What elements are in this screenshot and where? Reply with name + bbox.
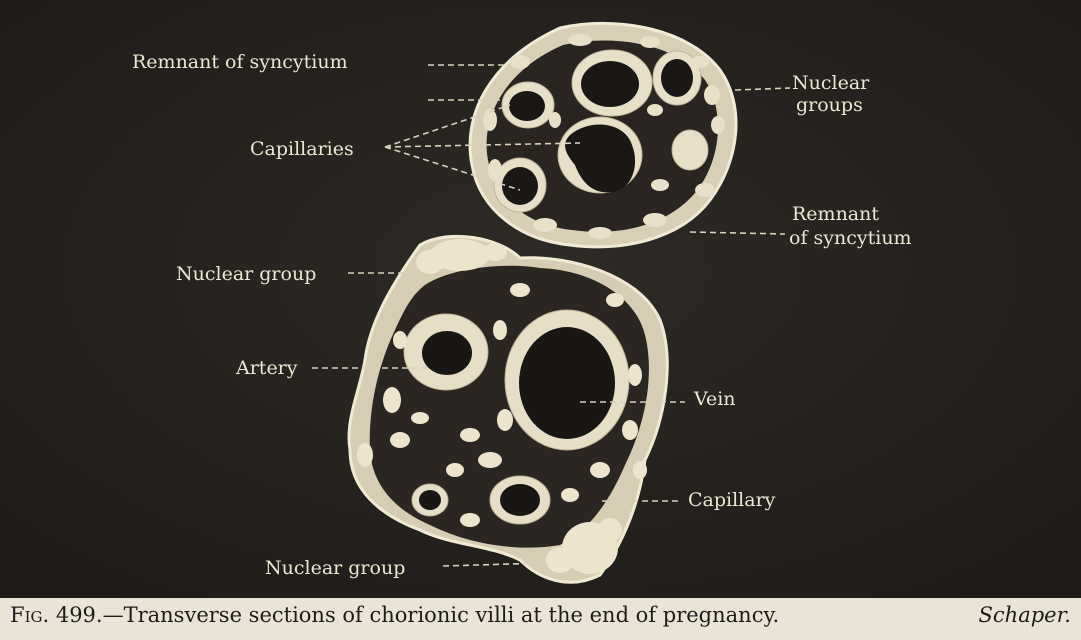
label-vein: Vein bbox=[693, 388, 736, 410]
caption-author: Schaper. bbox=[979, 600, 1071, 630]
label-remnant-right-line1: Remnant bbox=[792, 203, 879, 225]
label-nuclear-groups-line1: Nuclear bbox=[792, 72, 870, 94]
label-remnant-right-line2: of syncytium bbox=[789, 227, 912, 249]
label-nuclear-group-lower: Nuclear group bbox=[265, 557, 405, 579]
villi-illustration: Remnant of syncytium Capillaries Nuclear… bbox=[0, 0, 1081, 598]
label-artery: Artery bbox=[235, 357, 298, 379]
figure-caption: Fig. 499.—Transverse sections of chorion… bbox=[10, 600, 1075, 634]
figure-number: Fig. 499. bbox=[10, 603, 103, 627]
micrograph-plate: Remnant of syncytium Capillaries Nuclear… bbox=[0, 0, 1081, 598]
caption-text: —Transverse sections of chorionic villi … bbox=[103, 603, 780, 627]
label-capillary: Capillary bbox=[688, 489, 776, 511]
label-nuclear-groups-line2: groups bbox=[796, 94, 863, 116]
label-capillaries: Capillaries bbox=[250, 138, 354, 160]
label-nuclear-group-upper: Nuclear group bbox=[176, 263, 316, 285]
label-remnant-of-syncytium-top: Remnant of syncytium bbox=[132, 51, 348, 73]
